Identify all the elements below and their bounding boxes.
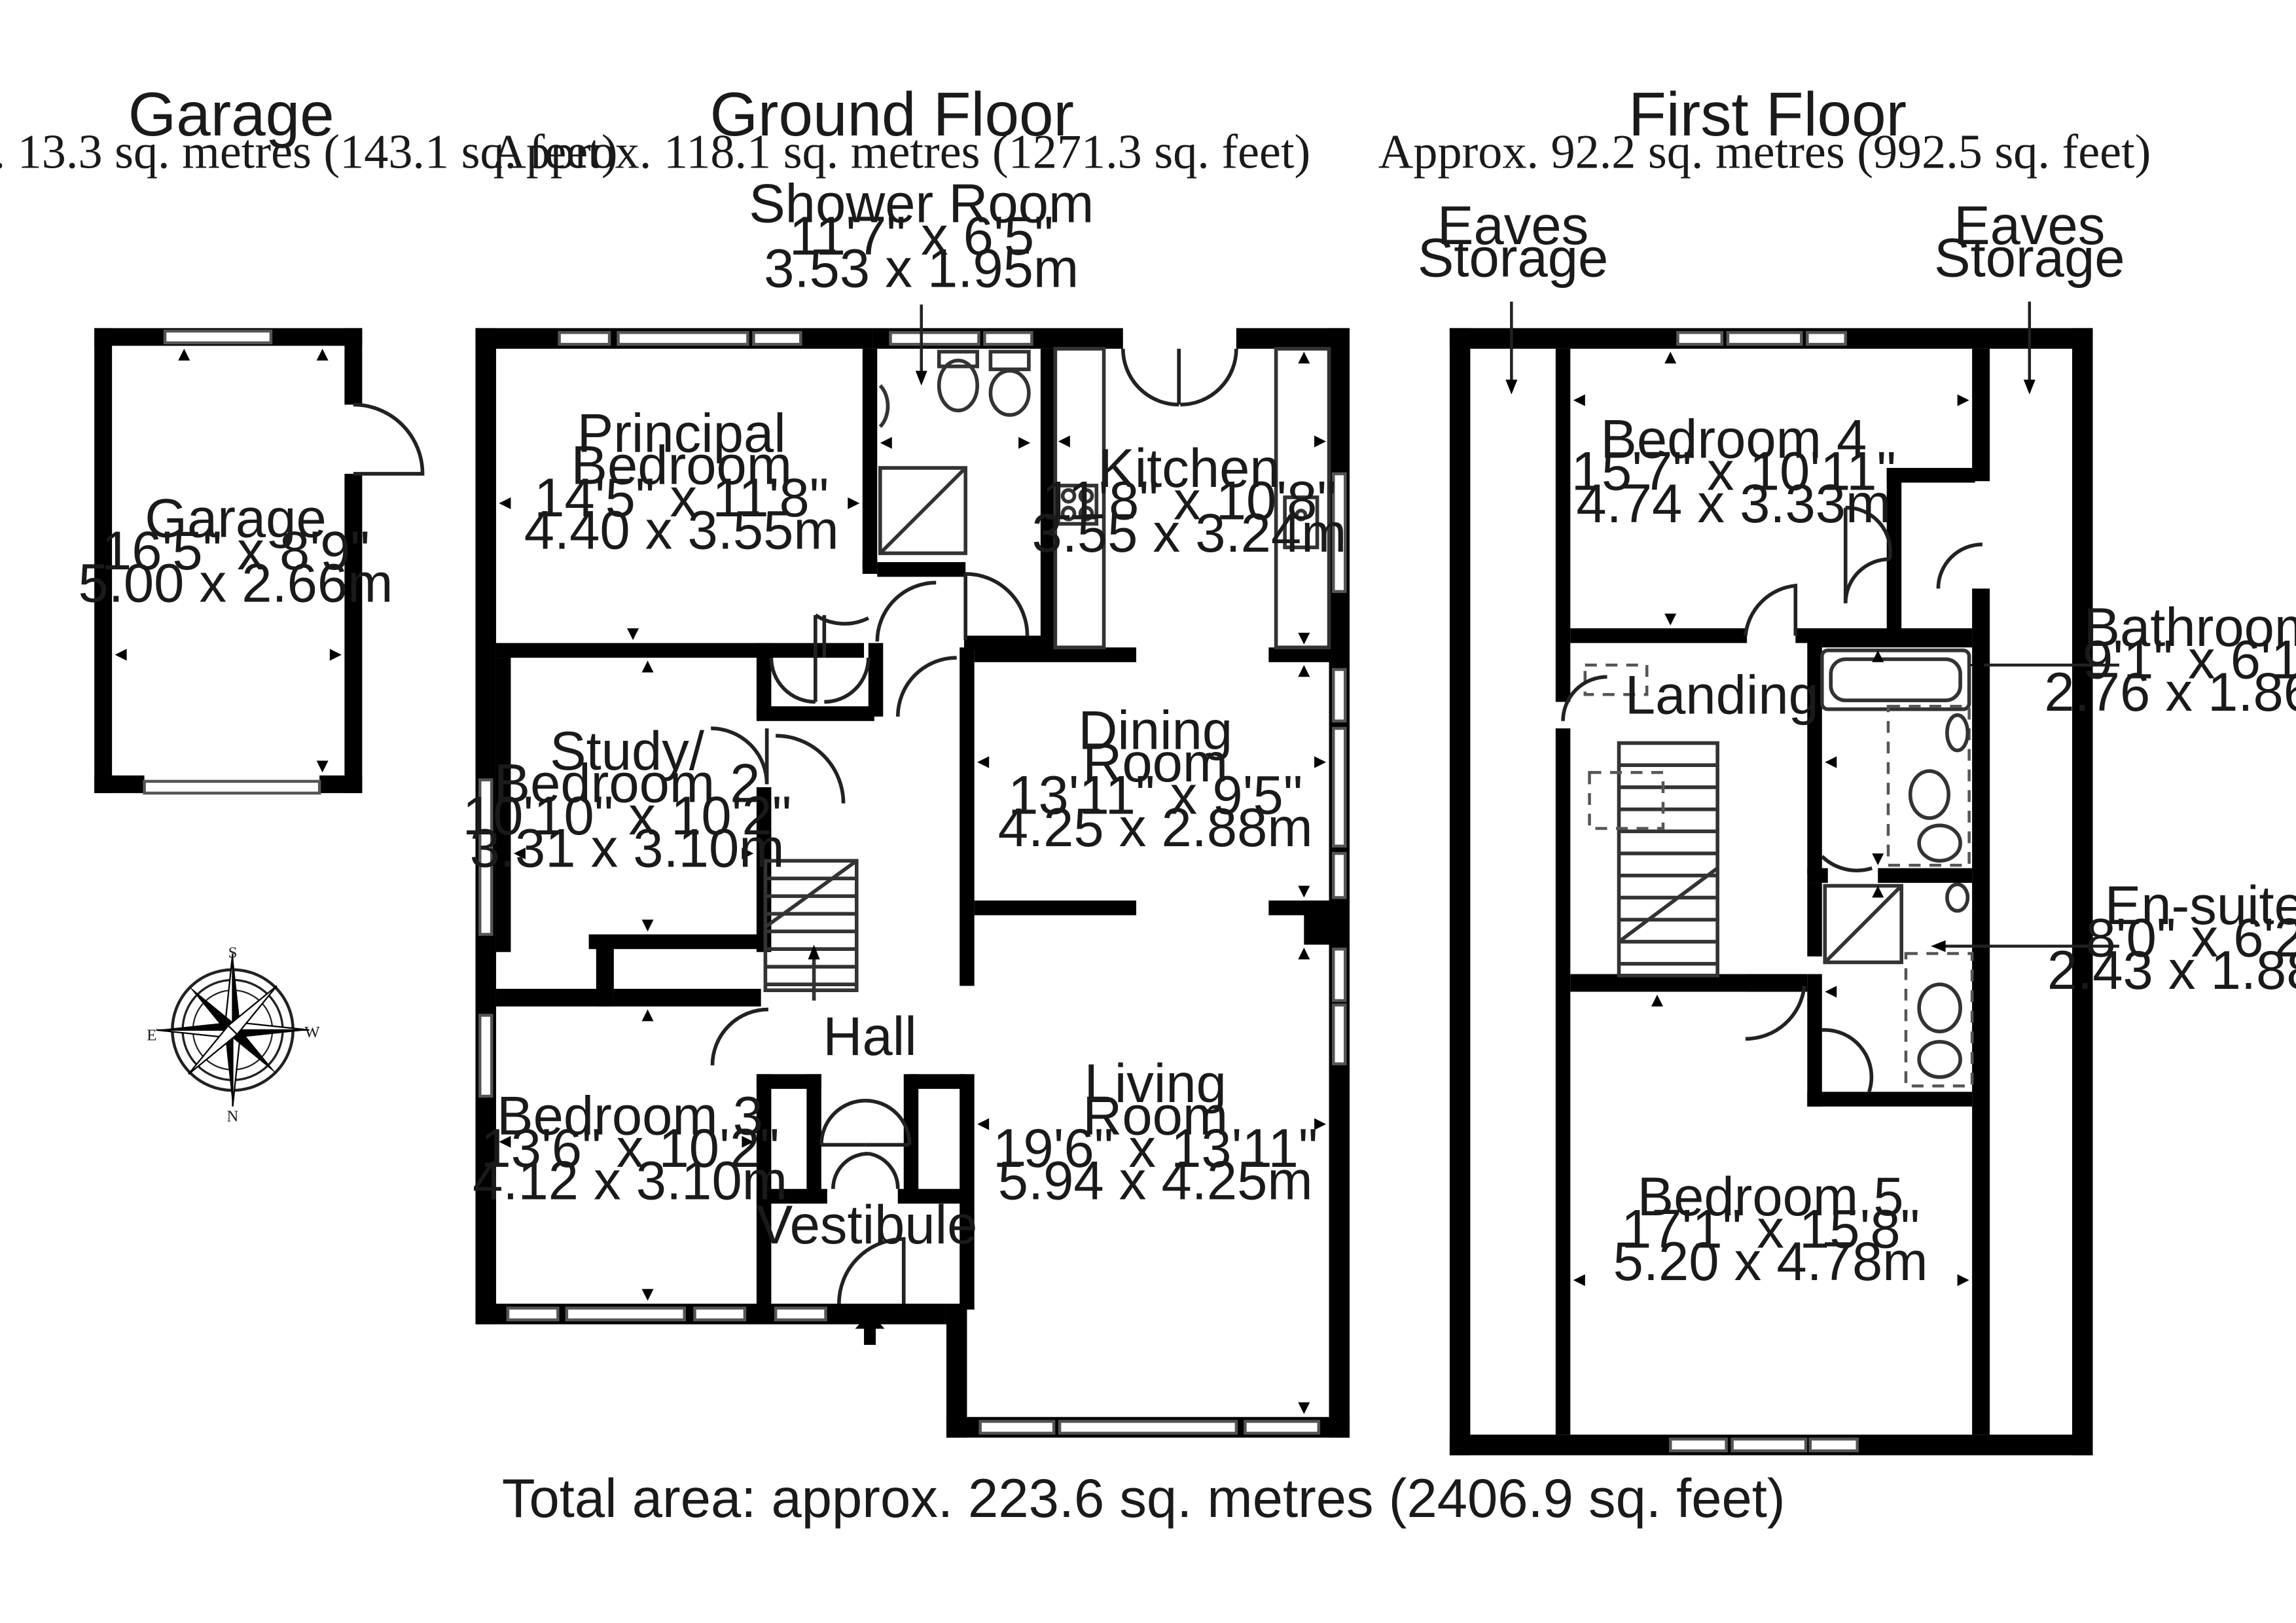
bedroom4-label: Bedroom 4: [1600, 408, 1867, 469]
ensuite-imperial: 8'0" x 6'2": [2086, 907, 2296, 968]
garage-metric: 5.00 x 2.66m: [79, 553, 393, 614]
principal-bedroom-label-2: Bedroom: [571, 435, 792, 496]
kitchen-imperial: 11'8" x 10'8": [1042, 471, 1336, 531]
bedroom5-label: Bedroom 5: [1638, 1166, 1904, 1227]
garage-area: Approx. 13.3 sq. metres (143.1 sq. feet): [0, 125, 618, 179]
living-room-label-1: Living: [1085, 1053, 1227, 1114]
ensuite-label: En-suite: [2105, 875, 2296, 936]
bedroom3-imperial: 13'6" x 10'2": [480, 1118, 779, 1179]
hall-label: Hall: [823, 1006, 916, 1067]
principal-bedroom-imperial: 14'5" x 11'8": [534, 467, 829, 528]
eaves-right-label-1: Eaves: [1954, 195, 2105, 256]
principal-bedroom-label-1: Principal: [577, 402, 786, 463]
shower-room-metric: 3.53 x 1.95m: [764, 238, 1079, 298]
garage-heading: Garage: [128, 80, 334, 149]
study-label-2: Bedroom 2: [494, 753, 761, 813]
living-room-imperial: 19'6" x 13'11": [993, 1118, 1318, 1179]
vestibule-label: Vestibule: [757, 1194, 978, 1255]
bedroom5-metric: 5.20 x 4.78m: [1613, 1231, 1928, 1292]
garage-label: Garage: [145, 488, 326, 549]
eaves-left-label-1: Eaves: [1437, 195, 1588, 256]
bedroom3-metric: 4.12 x 3.10m: [473, 1150, 787, 1211]
study-imperial: 10'10" x 10'2": [463, 785, 792, 846]
landing-label: Landing: [1625, 664, 1819, 725]
first-floor-heading: First Floor: [1628, 80, 1907, 149]
dining-room-label-1: Dining: [1078, 700, 1232, 760]
bedroom5-imperial: 17'1" x 15'8": [1621, 1199, 1920, 1260]
shower-room-imperial: 11'7" x 6'5": [789, 205, 1054, 266]
bathroom-label: Bathroom: [2084, 597, 2296, 658]
ensuite-metric: 2.43 x 1.88m: [2047, 940, 2296, 1001]
first-floor-area: Approx. 92.2 sq. metres (992.5 sq. feet): [1378, 125, 2151, 179]
garage-imperial: 16'5" x 8'9": [101, 520, 370, 581]
living-room-label-2: Room: [1083, 1086, 1228, 1147]
ground-floor-area: Approx. 118.1 sq. metres (1271.3 sq. fee…: [491, 125, 1310, 179]
bedroom3-label: Bedroom 3: [497, 1086, 763, 1147]
study-label-1: Study/: [550, 721, 705, 781]
bedroom4-metric: 4.74 x 3.33m: [1576, 473, 1891, 534]
first-floor-plan: [1449, 301, 2119, 1455]
kitchen-label: Kitchen: [1098, 438, 1280, 499]
kitchen-metric: 3.55 x 3.24m: [1031, 503, 1346, 563]
eaves-left-label-2: Storage: [1418, 228, 1608, 289]
dining-room-metric: 4.25 x 2.88m: [998, 797, 1313, 858]
shower-room-label: Shower Room: [749, 173, 1094, 234]
living-room-metric: 5.94 x 4.25m: [998, 1150, 1313, 1211]
total-area: Total area: approx. 223.6 sq. metres (24…: [502, 1468, 1785, 1529]
compass-e-label: E: [147, 1027, 156, 1044]
study-metric: 3.31 x 3.10m: [470, 817, 785, 878]
compass-rose-icon: [156, 953, 310, 1107]
dining-room-imperial: 13'11" x 9'5": [1008, 764, 1302, 825]
compass-w-label: W: [304, 1024, 320, 1041]
ground-floor-plan: [475, 304, 1350, 1438]
compass-n-label: N: [227, 1107, 239, 1125]
compass-s-label: S: [228, 944, 238, 962]
bedroom4-imperial: 15'7" x 10'11": [1571, 441, 1896, 502]
ground-floor-heading: Ground Floor: [710, 80, 1074, 149]
bathroom-metric: 2.76 x 1.86m: [2044, 662, 2296, 722]
dining-room-label-2: Room: [1083, 732, 1228, 793]
eaves-right-label-2: Storage: [1934, 228, 2125, 289]
bathroom-imperial: 9'1" x 6'1": [2083, 630, 2296, 690]
principal-bedroom-metric: 4.40 x 3.55m: [524, 500, 839, 561]
garage-plan: [94, 328, 425, 795]
